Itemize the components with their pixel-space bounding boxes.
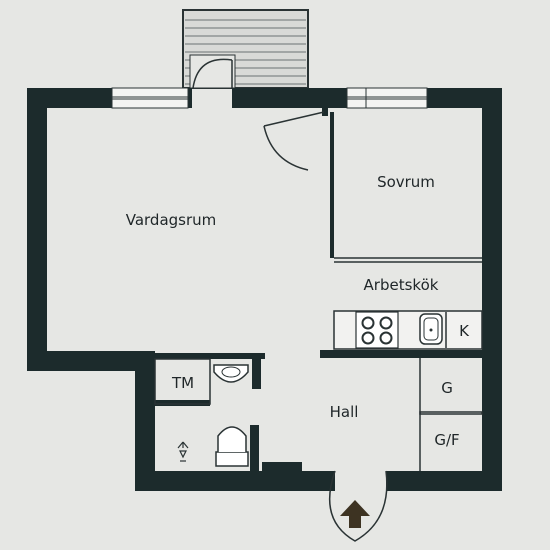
sink-icon — [419, 313, 443, 345]
closet-label-gf: G/F — [434, 431, 459, 449]
room-label-hall: Hall — [330, 403, 359, 421]
room-label-bedroom: Sovrum — [377, 173, 435, 191]
ceiling-light-icon — [177, 441, 189, 462]
kitchen-counter — [333, 310, 483, 350]
entrance-arrow-icon — [340, 500, 370, 528]
balcony — [182, 9, 309, 89]
windows — [111, 87, 428, 109]
toilet-icon — [215, 426, 249, 467]
fixture-label-washer: TM — [171, 374, 194, 392]
walls — [27, 88, 502, 491]
room-label-living: Vardagsrum — [126, 211, 217, 229]
fixture-label-kitchen: K — [459, 322, 470, 340]
stove-icon — [355, 311, 399, 349]
closet-label-g: G — [441, 379, 453, 397]
sink-icon — [213, 364, 249, 383]
room-label-kitchen: Arbetskök — [364, 276, 439, 294]
doors — [192, 58, 388, 542]
closets — [419, 411, 483, 415]
